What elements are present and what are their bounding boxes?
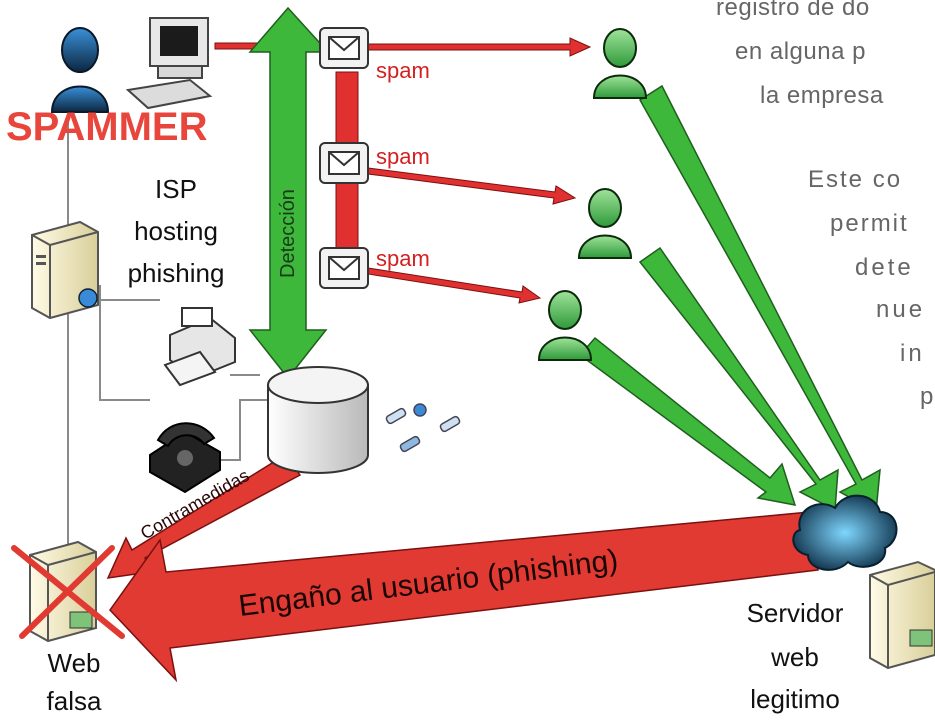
user-to-server-arrows (578, 84, 881, 514)
globe-icon (78, 288, 98, 308)
legit-server-icon (869, 560, 935, 670)
connection-lines (67, 120, 272, 545)
isp-server-icon (31, 220, 99, 320)
spam-arrow-1 (367, 37, 592, 57)
spammer-icon (50, 27, 110, 113)
spammer-label: SPAMMER (6, 105, 208, 149)
web-falsa-label-line-2: falsa (47, 686, 102, 716)
side-text-line-1: registro de do (716, 0, 870, 21)
spam-label-1: spam (376, 58, 430, 83)
user-icon (577, 188, 633, 259)
side-text-line-9: p (920, 383, 934, 410)
envelope-icon (319, 142, 369, 184)
spam-label-3: spam (376, 246, 430, 271)
side-text-line-3: la empresa (760, 82, 884, 109)
cross-mark-icon (11, 545, 125, 639)
telephone-icon (149, 422, 221, 494)
side-text-line-7: nue (876, 296, 926, 323)
user-icon (537, 290, 593, 361)
side-text-line-4: Este co (808, 166, 903, 193)
side-text-line-6: dete (855, 254, 914, 281)
servidor-label-line-3: legitimo (750, 684, 840, 714)
victim-users (537, 28, 648, 361)
server-to-phone-line (99, 285, 150, 401)
internet-cloud-icon (792, 494, 898, 571)
envelope-icon (319, 27, 369, 69)
phishing-arrow (109, 511, 819, 683)
phishing-arrow-shape (109, 511, 819, 683)
spam-arrow-3 (367, 267, 542, 304)
fax-icon (163, 307, 236, 387)
web-falsa-label-line-1: Web (48, 648, 101, 678)
side-text-line-5: permit (830, 210, 909, 237)
isp-label-line-2: hosting (134, 216, 218, 246)
green-arrow-user-1 (638, 84, 881, 514)
database-icon (267, 366, 369, 474)
user-icon (592, 28, 648, 99)
isp-label-line-3: phishing (128, 258, 225, 288)
spam-arrow-2 (367, 167, 577, 205)
side-text-line-8: in (900, 340, 925, 367)
deteccion-label: Detección (277, 189, 299, 278)
envelope-icon (319, 247, 369, 289)
spam-label-2: spam (376, 144, 430, 169)
side-text-line-2: en alguna p (735, 38, 866, 65)
isp-label-line-1: ISP (155, 174, 197, 204)
servidor-label-line-1: Servidor (747, 598, 844, 628)
phone-to-db-line (218, 399, 272, 461)
computer-icon (125, 17, 213, 110)
green-arrow-user-3 (578, 336, 797, 506)
network-connector-icon (385, 403, 461, 453)
spam-envelopes (319, 27, 369, 289)
green-arrow-user-2 (638, 246, 839, 512)
servidor-label-line-2: web (770, 642, 819, 672)
